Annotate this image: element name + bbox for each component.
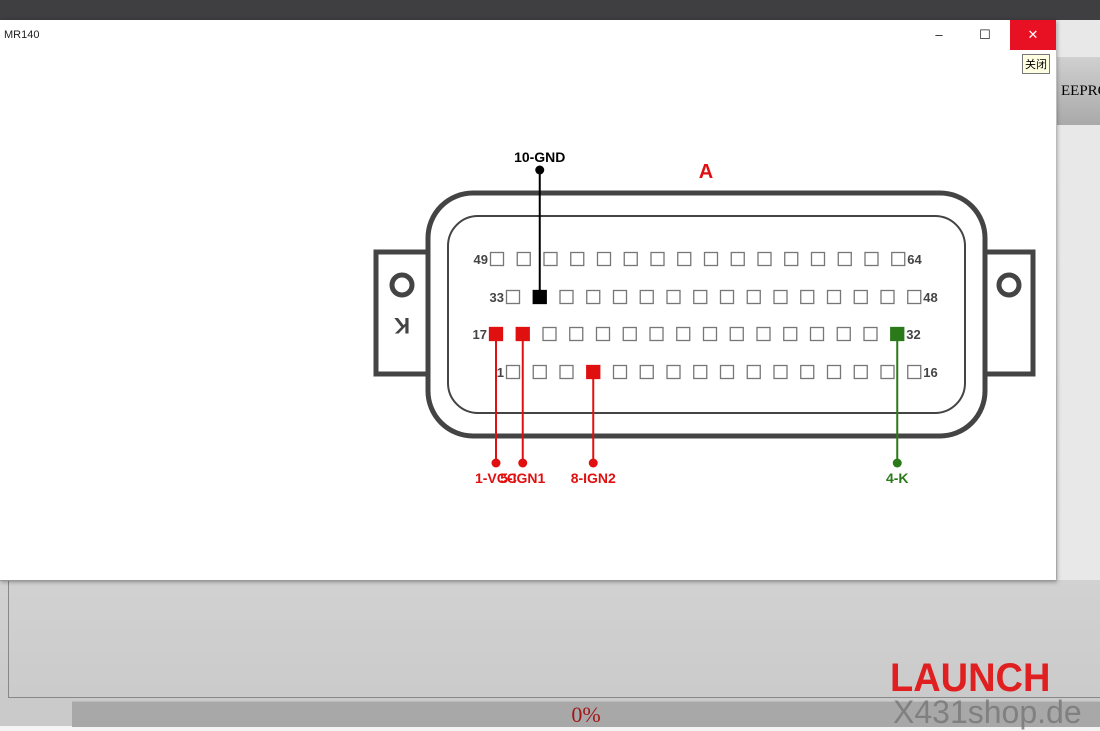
wire-end-dot [535,165,545,175]
left-ear-hole [389,272,415,298]
pin-19 [542,326,557,342]
pin-21 [595,326,611,342]
pin-number-label: 17 [473,327,487,342]
watermark: X431shop.de [893,694,1082,730]
pin-55 [650,251,665,267]
pin-22 [622,326,637,342]
minimize-button[interactable]: – [935,27,943,42]
progress-bar: 0% [72,701,1100,727]
pin-42 [746,289,761,305]
pin-number-label: 33 [490,290,504,305]
pin-43 [773,289,788,305]
wire-end-dot [518,458,528,468]
pin-2 [532,364,547,380]
pin-11 [773,364,788,380]
pin-31 [863,326,878,342]
pin-64 [891,251,906,267]
pin-58 [730,251,745,267]
pin-40 [693,289,708,305]
pin-number-label: 1 [497,365,504,380]
pin-61 [810,251,826,267]
pin-41 [719,289,735,305]
signal-label: 10-GND [514,149,565,165]
pin-60 [784,251,799,267]
pin-50 [516,251,531,267]
pin-46 [853,289,868,305]
signal-label: 8-IGN2 [571,470,616,486]
pin-9 [719,364,735,380]
pin-20 [569,326,584,342]
pin-24 [676,326,691,342]
pin-44 [800,289,815,305]
pin-30 [836,326,851,342]
pin-7 [666,364,681,380]
pin-59 [757,251,772,267]
pin-63 [864,251,879,267]
pin-56 [677,251,692,267]
pin-13 [826,364,842,380]
pin-10 [746,364,761,380]
signal-label: 4-K [886,470,909,486]
launch-logo: LAUNCH [890,656,1051,700]
pin-12 [800,364,815,380]
pin-14 [853,364,868,380]
window-title: MR140 [4,29,40,41]
pin-36 [586,289,601,305]
pin-number-label: 16 [923,365,937,380]
signal-label: 5-IGN1 [500,470,545,486]
pin-33 [505,289,521,305]
wire-end-dot [588,458,598,468]
pin-49 [489,251,505,267]
pin-number-label: 32 [906,327,920,342]
pin-45 [826,289,842,305]
pin-35 [559,289,574,305]
pin-number-label: 49 [474,252,488,267]
background-titlebar [0,0,1100,20]
connector-inner [447,215,966,414]
pin-39 [666,289,681,305]
pin-62 [837,251,852,267]
pin-48 [907,289,922,305]
pin-51 [543,251,558,267]
right-ear [985,249,1036,377]
pin-54 [623,251,638,267]
pin-52 [570,251,585,267]
pin-29 [809,326,825,342]
left-ear [373,249,428,377]
close-button[interactable]: ✕ [1010,20,1056,50]
pin-5 [612,364,628,380]
pin-26 [729,326,744,342]
eeprom-button[interactable]: EEPROM [1057,57,1100,125]
pin-53 [596,251,612,267]
pin-57 [703,251,719,267]
signal-label: 1-VCC [475,470,517,486]
pin-3 [559,364,574,380]
close-tooltip: 关闭 [1022,54,1050,74]
pin-27 [756,326,771,342]
pin-number-label: 48 [923,290,937,305]
right-ear-hole [996,272,1022,298]
connector-housing [425,190,988,439]
pin-23 [649,326,664,342]
wire-end-dot [892,458,902,468]
pin-6 [639,364,654,380]
maximize-button[interactable]: ☐ [979,27,991,42]
pin-15 [880,364,895,380]
key-label: K [394,313,410,338]
pin-1 [505,364,521,380]
pin-47 [880,289,895,305]
pin-number-label: 64 [907,252,922,267]
pin-37 [612,289,628,305]
pin-25 [702,326,718,342]
wire-end-dot [491,458,501,468]
pin-28 [783,326,798,342]
pin-8 [693,364,708,380]
connector-name: A [699,161,713,183]
background-panel [8,580,1100,698]
pin-16 [907,364,922,380]
pin-38 [639,289,654,305]
